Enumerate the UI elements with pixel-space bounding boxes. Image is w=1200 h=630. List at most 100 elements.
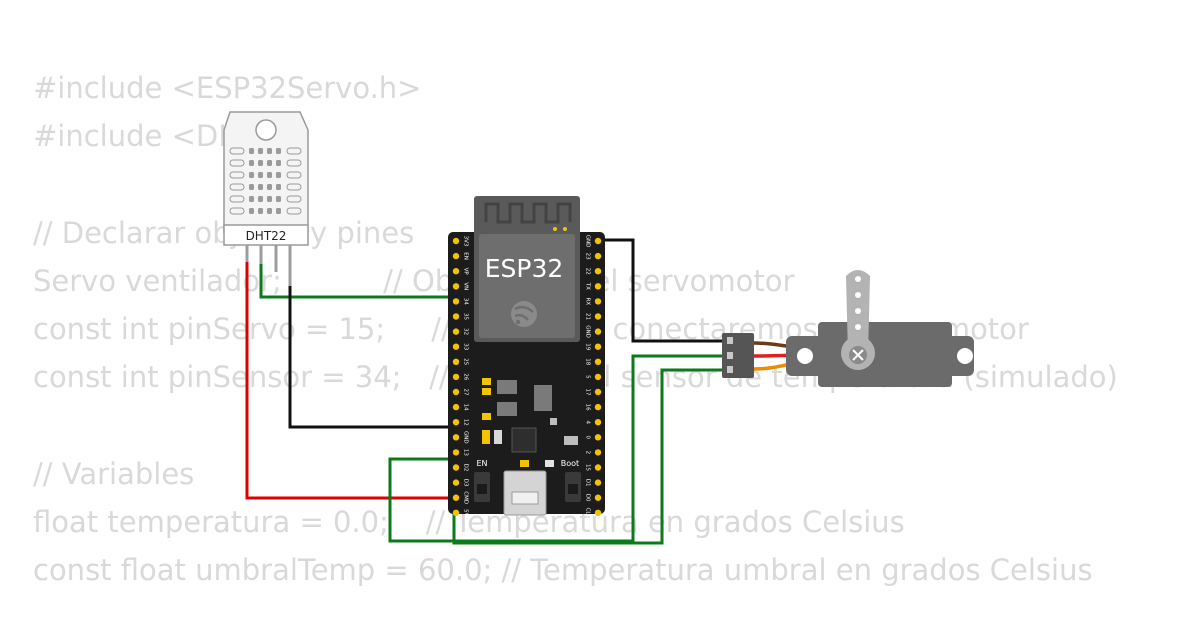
left-pin-33[interactable] [452,343,460,350]
right-pin-17[interactable] [594,388,602,396]
left-pin-label: D2 [463,464,469,472]
dht22-vent-grid [229,147,302,215]
right-pin-15[interactable] [594,464,602,471]
left-pin-VN[interactable] [452,283,460,290]
right-pin-label: GND [585,235,591,248]
boot-button[interactable] [565,472,581,502]
en-button-label: EN [476,459,487,468]
code-line: const float umbralTemp = 60.0; // Temper… [33,552,1093,587]
left-pin-25[interactable] [452,358,460,365]
left-pin-14[interactable] [452,403,460,411]
right-pin-23[interactable] [594,252,602,260]
wire-black-servo-gnd[interactable] [598,238,727,343]
left-pin-34[interactable] [452,298,460,305]
left-pin-27[interactable] [452,388,460,396]
right-pin-D0[interactable] [594,494,602,501]
left-pin-label: 33 [463,343,469,350]
left-pin-label: 32 [463,328,469,335]
right-pin-label: 5 [585,375,591,379]
right-pin-label: TX [585,282,591,290]
esp32-components [482,378,578,467]
right-pin-5[interactable] [594,373,602,381]
right-pin-CLK[interactable] [594,509,602,516]
right-pin-TX[interactable] [594,283,602,290]
left-pin-32[interactable] [452,328,460,335]
servo-horn[interactable] [841,270,875,370]
wires [245,238,727,545]
left-pin-CMD[interactable] [452,494,460,501]
left-pin-label: 5V [463,509,469,516]
dht22-label: DHT22 [246,229,287,243]
left-pin-label: 12 [463,419,469,426]
wire-green-servo-signal[interactable] [452,368,727,545]
left-pin-label: VP [463,268,469,276]
right-pin-label: 22 [585,268,591,275]
left-pin-label: VN [463,282,469,290]
left-pin-13[interactable] [452,449,460,456]
right-pin-label: GND [585,325,591,338]
left-pin-label: EN [463,252,469,260]
right-pin-label: 0 [585,436,591,440]
left-pin-D2[interactable] [452,464,460,471]
right-pin-4[interactable] [594,419,602,426]
left-pin-EN[interactable] [452,252,460,260]
right-pin-16[interactable] [594,403,602,411]
esp32-left-pin-header: 3V3ENVPVN343532332526271412GND13D2D3CMD5… [452,236,469,517]
usb-port [503,470,547,516]
code-line: float temperatura = 0.0; // Temperatura … [33,504,905,539]
left-pin-label: CMD [463,491,469,504]
left-pin-3V3[interactable] [452,237,460,245]
left-pin-label: 27 [463,389,469,396]
wire-red-vcc[interactable] [245,260,456,500]
right-pin-0[interactable] [594,434,602,441]
right-pin-18[interactable] [594,358,602,365]
right-pin-label: 18 [585,358,591,365]
esp32-antenna [484,202,572,224]
esp32-board[interactable]: ESP32 EN Boot [448,196,605,518]
right-pin-label: 4 [585,420,591,424]
left-pin-26[interactable] [452,373,460,381]
right-pin-label: 17 [585,389,591,396]
wire-green-servo-vcc[interactable] [388,354,727,543]
right-pin-label: CLK [585,508,591,519]
wire-black-sensor-gnd[interactable] [288,285,456,429]
left-pin-35[interactable] [452,313,460,320]
right-pin-label: D0 [585,494,591,502]
left-pin-12[interactable] [452,419,460,426]
left-pin-label: 14 [463,404,469,411]
espressif-logo-icon [511,301,537,327]
en-button[interactable] [474,472,490,502]
left-pin-label: GND [463,431,469,444]
code-line: // Variables [33,456,195,491]
left-pin-label: 25 [463,358,469,365]
servo-body [818,322,952,387]
right-pin-GND[interactable] [594,237,602,245]
right-pin-19[interactable] [594,343,602,350]
boot-button-label: Boot [561,459,579,468]
right-pin-22[interactable] [594,268,602,275]
left-pin-GND[interactable] [452,434,460,441]
left-pin-label: 34 [463,298,469,305]
left-pin-5V[interactable] [452,509,460,516]
wire-green-sensor-data[interactable] [259,262,456,299]
dht22-legs [245,245,292,286]
esp32-label: ESP32 [485,254,564,283]
left-pin-D3[interactable] [452,479,460,486]
left-pin-label: 26 [463,373,469,380]
left-pin-label: 35 [463,313,469,320]
left-pin-label: D3 [463,479,469,487]
right-pin-GND[interactable] [594,328,602,335]
right-pin-2[interactable] [594,449,602,456]
right-pin-21[interactable] [594,313,602,320]
right-pin-RX[interactable] [594,298,602,305]
right-pin-D1[interactable] [594,479,602,486]
right-pin-label: 21 [585,313,591,320]
dht22-sensor[interactable]: DHT22 [223,111,309,286]
left-pin-VP[interactable] [452,268,460,275]
right-pin-label: 19 [585,343,591,350]
servo-motor[interactable] [722,270,974,387]
right-pin-label: 23 [585,253,591,260]
code-line: #include <ESP32Servo.h> [33,71,422,105]
